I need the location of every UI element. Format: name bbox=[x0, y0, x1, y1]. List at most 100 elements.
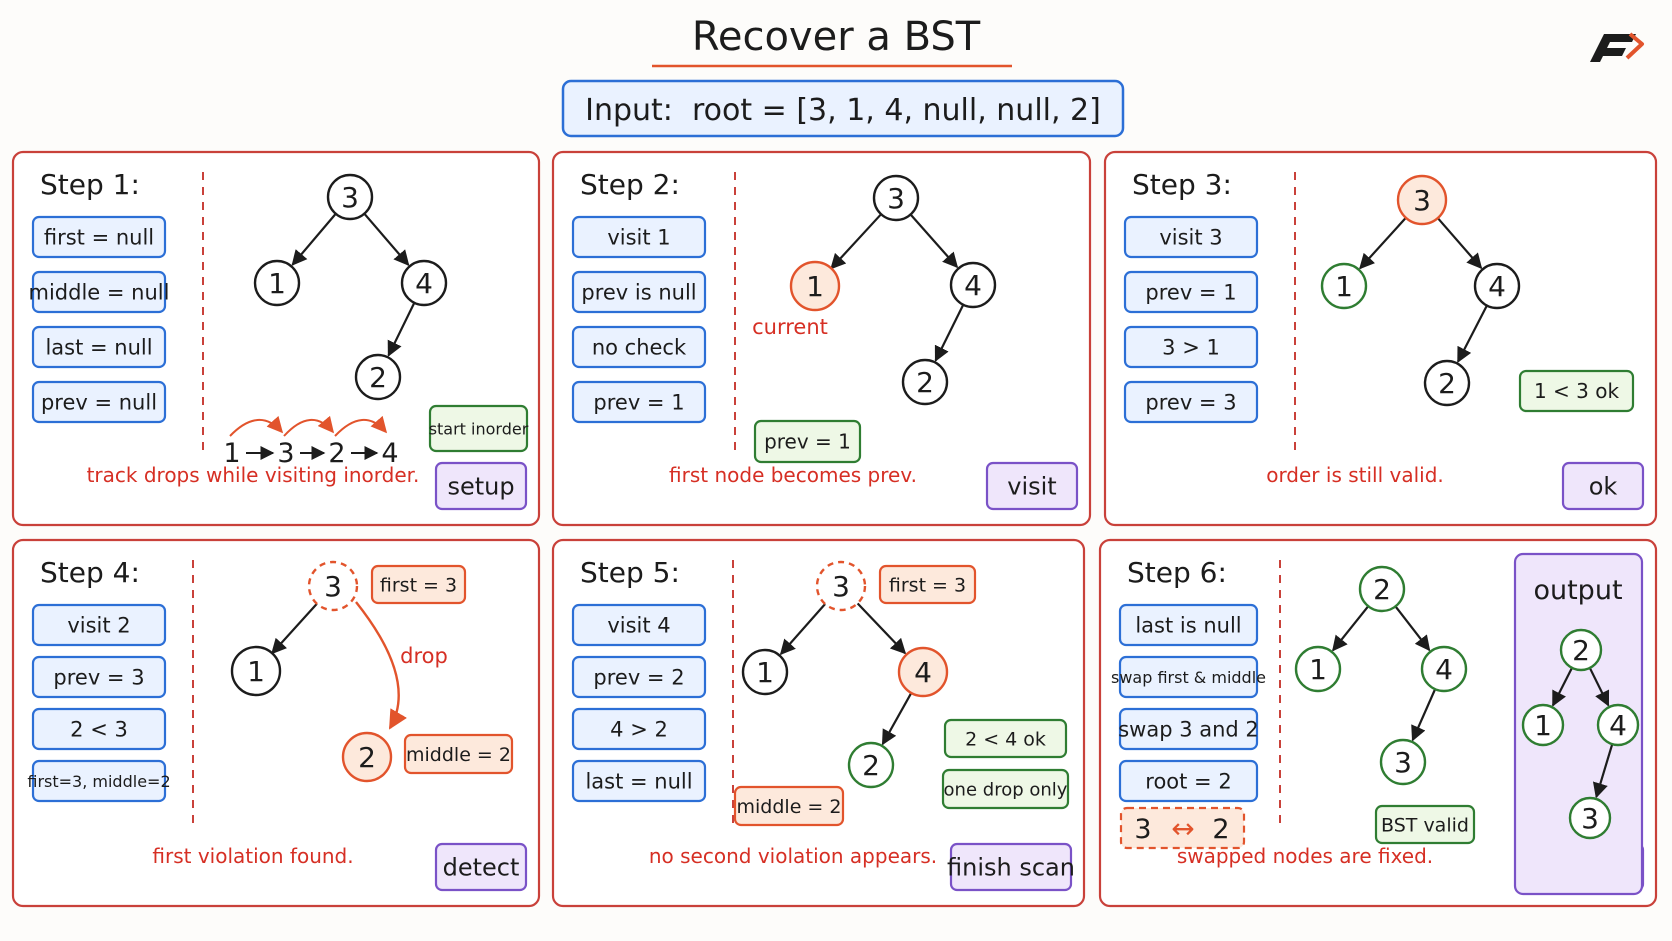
step-tag-label: detect bbox=[443, 854, 520, 882]
state-box-4-label: last = null bbox=[585, 770, 692, 794]
state-box-2-frame bbox=[31, 655, 167, 699]
tree-node-3-label: 3 bbox=[832, 570, 850, 603]
tree-node-2-circle bbox=[341, 731, 393, 783]
tree-node-4-label: 4 bbox=[415, 267, 433, 300]
one-drop-box-label: one drop only bbox=[944, 779, 1068, 800]
state-box-1: first = null bbox=[31, 215, 167, 259]
tree-edge bbox=[271, 603, 318, 655]
state-box-1-frame bbox=[1123, 215, 1259, 259]
sequence-hop-arrow bbox=[229, 415, 284, 437]
state-box-3-label: swap 3 and 2 bbox=[1118, 718, 1259, 742]
tree-node-1: 1 bbox=[1320, 262, 1368, 310]
step-tag-label: finish scan bbox=[947, 854, 1075, 882]
tree-node-3: 3 bbox=[326, 173, 374, 221]
tree-node-4-circle bbox=[897, 646, 949, 698]
tree-node-3-label: 3 bbox=[1394, 746, 1412, 779]
state-box-1-label: first = null bbox=[44, 226, 154, 250]
state-box-2: prev is null bbox=[571, 270, 707, 314]
tree-edge bbox=[1332, 605, 1370, 652]
step-tag: visit bbox=[985, 461, 1079, 511]
output-node-4-label: 4 bbox=[1609, 709, 1627, 742]
state-box-4: first=3, middle=2 bbox=[27, 759, 171, 803]
state-box-1-frame bbox=[571, 215, 707, 259]
tree-node-4-label: 4 bbox=[914, 656, 932, 689]
tree-node-3: 3 bbox=[1396, 174, 1448, 226]
state-box-4: prev = null bbox=[31, 380, 167, 424]
output-node-4-circle bbox=[1596, 703, 1640, 747]
first-pointer-box-label: first = 3 bbox=[889, 574, 966, 596]
tree-edge bbox=[291, 213, 337, 266]
state-box-3-label: last = null bbox=[45, 336, 152, 360]
prev-box-label: prev = 1 bbox=[764, 430, 851, 454]
state-box-4-label: prev = 3 bbox=[1145, 391, 1236, 415]
step-tag: finish scan bbox=[947, 842, 1075, 892]
middle-pointer-box-frame bbox=[733, 785, 845, 827]
tree-edge bbox=[1411, 688, 1437, 742]
one-drop-box: one drop only bbox=[941, 768, 1070, 810]
swap-box: 3 ↔ 2 bbox=[1119, 806, 1246, 850]
swap-box-frame bbox=[1119, 806, 1246, 850]
swap-right-value: 2 bbox=[1212, 814, 1229, 845]
tree-node-4: 4 bbox=[1420, 645, 1468, 693]
step-tag-label: ok bbox=[1589, 473, 1618, 501]
swap-left-value: 3 bbox=[1134, 814, 1151, 845]
swap-arrow: ↔ bbox=[1171, 812, 1194, 845]
output-node-3-label: 3 bbox=[1581, 802, 1599, 835]
state-box-1-frame bbox=[571, 603, 707, 647]
step-heading: Step 4: bbox=[40, 556, 140, 589]
state-box-1: visit 3 bbox=[1123, 215, 1259, 259]
bst-valid-box: BST valid bbox=[1374, 804, 1476, 845]
state-box-3: 2 < 3 bbox=[31, 707, 167, 751]
sequence-value: 1 bbox=[223, 438, 240, 469]
tree-edge bbox=[363, 212, 410, 266]
tree-node-1-circle bbox=[230, 645, 282, 697]
tree-node-2-circle bbox=[1423, 359, 1471, 407]
drop-label: drop bbox=[400, 644, 448, 668]
tree-node-4-circle bbox=[949, 261, 997, 309]
tree-node-4-label: 4 bbox=[1488, 270, 1506, 303]
sequence-value: 3 bbox=[277, 438, 294, 469]
tree-node-1-circle bbox=[1294, 645, 1342, 693]
tree-node-2-label: 2 bbox=[369, 361, 387, 394]
state-box-4: prev = 3 bbox=[1123, 380, 1259, 424]
tree-node-1: 1 bbox=[1294, 645, 1342, 693]
bst-valid-box-label: BST valid bbox=[1381, 814, 1469, 836]
tree-node-1-label: 1 bbox=[247, 655, 265, 688]
sequence-value: 2 bbox=[328, 438, 345, 469]
ok-check-box: 1 < 3 ok bbox=[1518, 369, 1635, 413]
tree-node-3: 3 bbox=[815, 560, 867, 612]
state-box-1-label: last is null bbox=[1135, 614, 1241, 638]
start-inorder-box: start inorder bbox=[429, 404, 529, 453]
middle-pointer-box: middle = 2 bbox=[403, 733, 514, 775]
state-box-4-frame bbox=[1123, 380, 1259, 424]
state-box-2: middle = null bbox=[29, 270, 169, 314]
tree-node-2-label: 2 bbox=[916, 366, 934, 399]
tree-node-1-label: 1 bbox=[806, 270, 824, 303]
tree-node-2-circle bbox=[354, 353, 402, 401]
start-inorder-box-label: start inorder bbox=[429, 419, 529, 438]
tree-node-4: 4 bbox=[400, 259, 448, 307]
step-tag-frame bbox=[434, 461, 528, 511]
state-box-2-frame bbox=[31, 270, 167, 314]
tree-node-1-circle bbox=[741, 648, 789, 696]
tree-node-1: 1 bbox=[741, 648, 789, 696]
ok-check-box-label: 1 < 3 ok bbox=[1534, 379, 1620, 403]
tree-node-4: 4 bbox=[897, 646, 949, 698]
tree-node-1-label: 1 bbox=[1335, 270, 1353, 303]
step-caption: order is still valid. bbox=[1266, 463, 1444, 487]
state-box-4: last = null bbox=[571, 759, 707, 803]
tree-node-2: 2 bbox=[341, 731, 393, 783]
step-tag-label: visit bbox=[1007, 473, 1056, 501]
tree-node-3: 3 bbox=[1379, 738, 1427, 786]
tree-edge bbox=[856, 602, 907, 655]
first-pointer-box: first = 3 bbox=[878, 564, 977, 605]
state-box-3-frame bbox=[31, 707, 167, 751]
state-box-3: no check bbox=[571, 325, 707, 369]
tree-node-4-circle bbox=[400, 259, 448, 307]
state-box-1-frame bbox=[31, 215, 167, 259]
